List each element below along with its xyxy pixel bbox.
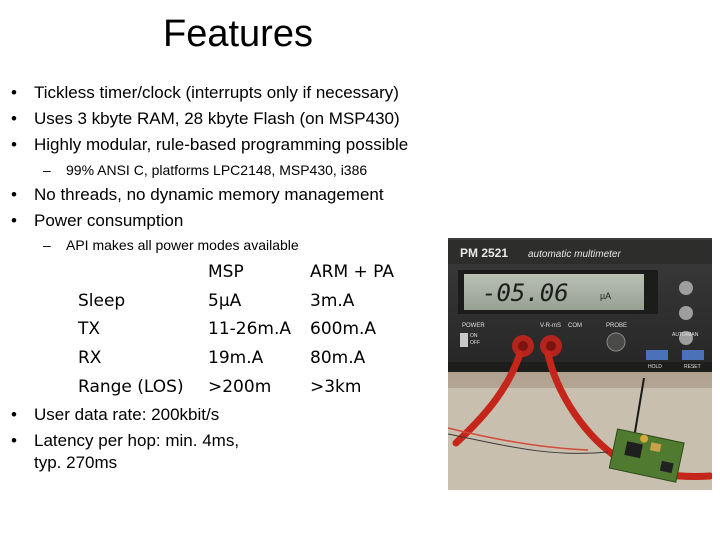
column-header-msp: MSP	[208, 262, 244, 282]
multimeter-photo-drawing: PM 2521 automatic multimeter -05.06 µA P…	[448, 238, 712, 490]
multimeter-base	[448, 362, 712, 372]
bullet-marker: •	[11, 185, 17, 204]
brand-strip	[448, 240, 712, 264]
label-off: OFF	[470, 340, 480, 346]
reset-button-icon	[682, 350, 704, 360]
bullet-marker: •	[11, 405, 17, 424]
bullet-text: User data rate: 200kbit/s	[34, 405, 220, 424]
bullet-marker: •	[11, 83, 17, 102]
range-switch-icon	[679, 281, 693, 295]
bullet-text: Latency per hop: min. 4ms,	[34, 431, 240, 450]
test-lead-cable-icon	[452, 350, 524, 447]
subbullet-text: 99% ANSI C, platforms LPC2148, MSP430, i…	[66, 162, 368, 178]
label-auto-man: AUTO/MAN	[672, 332, 699, 338]
cell-range-arm: >3km	[310, 377, 362, 397]
thin-wire-icon	[448, 433, 609, 454]
bullet-marker: •	[11, 135, 17, 154]
range-switch-icon	[679, 331, 693, 345]
power-switch-icon	[460, 333, 468, 347]
bullet-text: No threads, no dynamic memory management	[34, 185, 384, 204]
subbullet-marker: –	[43, 237, 51, 253]
bullet-text: Tickless timer/clock (interrupts only if…	[34, 83, 399, 102]
red-jack-core-icon	[546, 341, 556, 351]
slide-title: Features	[163, 13, 313, 55]
cell-range-msp: >200m	[208, 377, 272, 397]
lcd-display	[464, 274, 644, 310]
lcd-reading: -05.06	[482, 279, 569, 307]
column-header-arm-pa: ARM + PA	[310, 262, 394, 282]
subbullet-marker: –	[43, 162, 51, 178]
label-on: ON	[470, 333, 478, 339]
cell-rx-msp: 19m.A	[208, 348, 264, 368]
cell-rx-arm: 80m.A	[310, 348, 366, 368]
bullet-marker: •	[11, 431, 17, 450]
lcd-unit: µA	[600, 291, 611, 301]
range-switch-icon	[679, 306, 693, 320]
row-label-sleep: Sleep	[78, 291, 126, 311]
bullet-text: typ. 270ms	[34, 453, 118, 472]
meter-brand: PM 2521	[460, 246, 508, 260]
cell-sleep-arm: 3m.A	[310, 291, 355, 311]
bullet-text: Power consumption	[34, 211, 184, 230]
cell-tx-arm: 600m.A	[310, 319, 377, 339]
thin-wire-icon	[448, 427, 589, 451]
antenna-icon	[633, 377, 645, 439]
multimeter-photo: PM 2521 automatic multimeter -05.06 µA P…	[448, 238, 712, 490]
cell-tx-msp: 11-26m.A	[208, 319, 291, 339]
label-hold: HOLD	[648, 364, 662, 370]
label-vrms: V-R-mS	[540, 323, 561, 329]
chip-icon	[624, 441, 643, 459]
meter-subtitle: automatic multimeter	[528, 249, 621, 260]
sensor-board-icon	[608, 428, 685, 483]
component-icon	[659, 460, 674, 474]
bullet-marker: •	[11, 109, 17, 128]
row-label-tx: TX	[78, 319, 101, 339]
probe-socket-icon	[606, 332, 626, 352]
component-icon	[649, 442, 662, 453]
label-probe: PROBE	[606, 323, 627, 329]
connector-icon	[640, 434, 649, 443]
bullet-text: Uses 3 kbyte RAM, 28 kbyte Flash (on MSP…	[34, 109, 400, 128]
label-power: POWER	[462, 323, 485, 329]
row-label-range: Range (LOS)	[78, 377, 184, 397]
subbullet-text: API makes all power modes available	[66, 237, 299, 253]
label-reset: RESET	[684, 364, 701, 370]
row-label-rx: RX	[78, 348, 102, 368]
label-com: COM	[568, 323, 582, 329]
red-jack-core-icon	[518, 341, 528, 351]
bullet-marker: •	[11, 211, 17, 230]
hold-button-icon	[646, 350, 668, 360]
bullet-text: Highly modular, rule-based programming p…	[34, 135, 409, 154]
cell-sleep-msp: 5µA	[208, 291, 242, 311]
